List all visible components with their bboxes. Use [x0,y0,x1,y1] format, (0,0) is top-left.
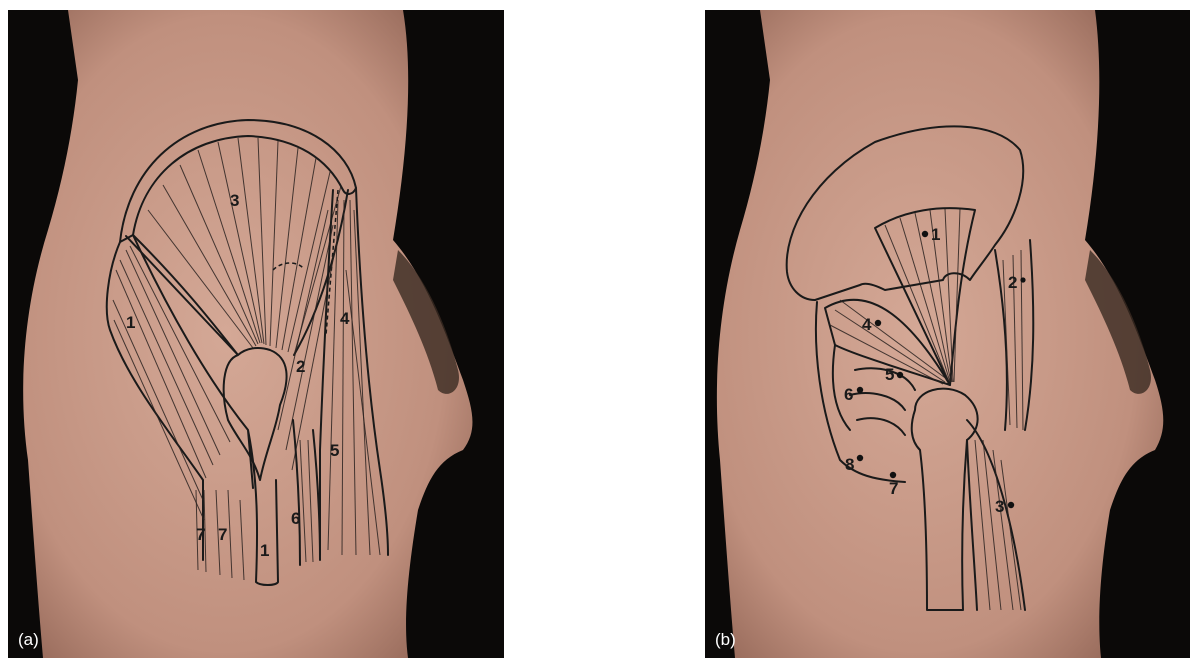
label-a-3: 3 [230,191,239,210]
label-b-7: 7 [889,479,898,498]
label-a-7b: 7 [218,525,227,544]
label-a-4: 4 [340,309,350,328]
label-b-4: 4 [862,315,872,334]
label-a-2: 2 [296,357,305,376]
label-b-2: 2 [1008,273,1017,292]
panel-b-label: (b) [715,630,736,650]
body-silhouette [23,10,472,658]
label-b-3: 3 [995,497,1004,516]
panel-a-illustration: 1 2 3 4 5 6 7 7 1 [8,10,504,658]
panel-a: 1 2 3 4 5 6 7 7 1 (a) [8,10,504,658]
label-a-6: 6 [291,509,300,528]
label-b-8: 8 [845,455,854,474]
body-silhouette [717,10,1163,658]
label-a-1b: 1 [260,541,269,560]
label-a-7a: 7 [196,525,205,544]
label-a-1: 1 [126,313,135,332]
panel-a-label: (a) [18,630,39,650]
panel-b-illustration: 1 2 3 4 5 6 7 8 [705,10,1190,658]
label-b-6: 6 [844,385,853,404]
label-a-5: 5 [330,441,339,460]
label-b-1: 1 [931,225,940,244]
panel-b: 1 2 3 4 5 6 7 8 (b) [705,10,1190,658]
label-b-5: 5 [885,365,894,384]
